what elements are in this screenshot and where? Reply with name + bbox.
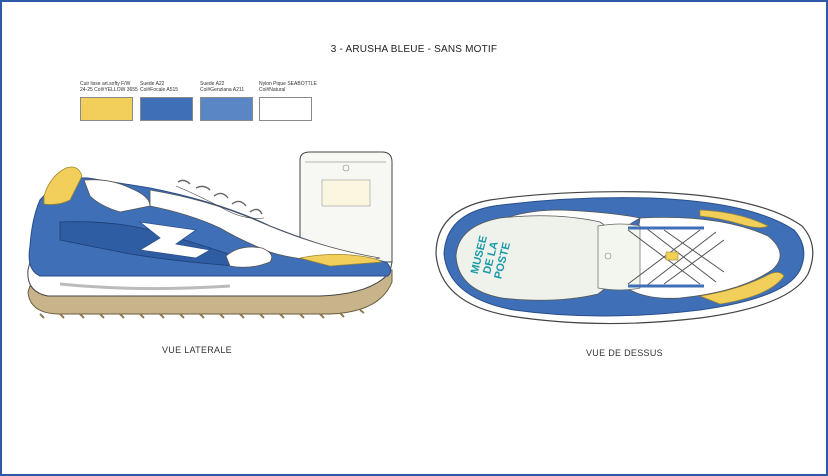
swatch-label-1: Cuir lisse art.softy F/W 24-25 Col#YELLO… xyxy=(80,81,138,93)
toe-accent xyxy=(299,254,384,267)
swatch-genziana-blue xyxy=(200,97,253,121)
top-yellow-accent xyxy=(698,272,785,305)
heel-tab xyxy=(43,166,83,205)
sneaker-side-view xyxy=(27,151,393,319)
caption-side-view: VUE LATERALE xyxy=(162,345,232,355)
swatch-yellow xyxy=(80,97,133,121)
logo-icon xyxy=(342,164,350,172)
top-mesh xyxy=(629,216,781,299)
swatch-focale-blue xyxy=(140,97,193,121)
top-laces xyxy=(627,227,725,287)
swatch-natural xyxy=(259,97,312,121)
sneaker-top-view xyxy=(435,191,814,325)
swatch-label-3: Suede A22 Col#Genziana A211 xyxy=(200,81,245,93)
side-stripe-logo xyxy=(138,221,212,259)
tongue-label xyxy=(321,179,371,207)
caption-top-view: VUE DE DESSUS xyxy=(586,348,663,358)
laces xyxy=(177,179,263,215)
page-title: 3 - ARUSHA BLEUE - SANS MOTIF xyxy=(330,44,498,55)
tongue-logo-icon xyxy=(604,252,612,260)
tongue-panel xyxy=(299,151,393,263)
tongue-top xyxy=(597,223,641,291)
swatch-label-4: Nylon Pique SEABOTTLE Col#Natural xyxy=(259,81,317,93)
swatch-label-2: Suede A22 Col#Focale A515 xyxy=(140,81,179,93)
